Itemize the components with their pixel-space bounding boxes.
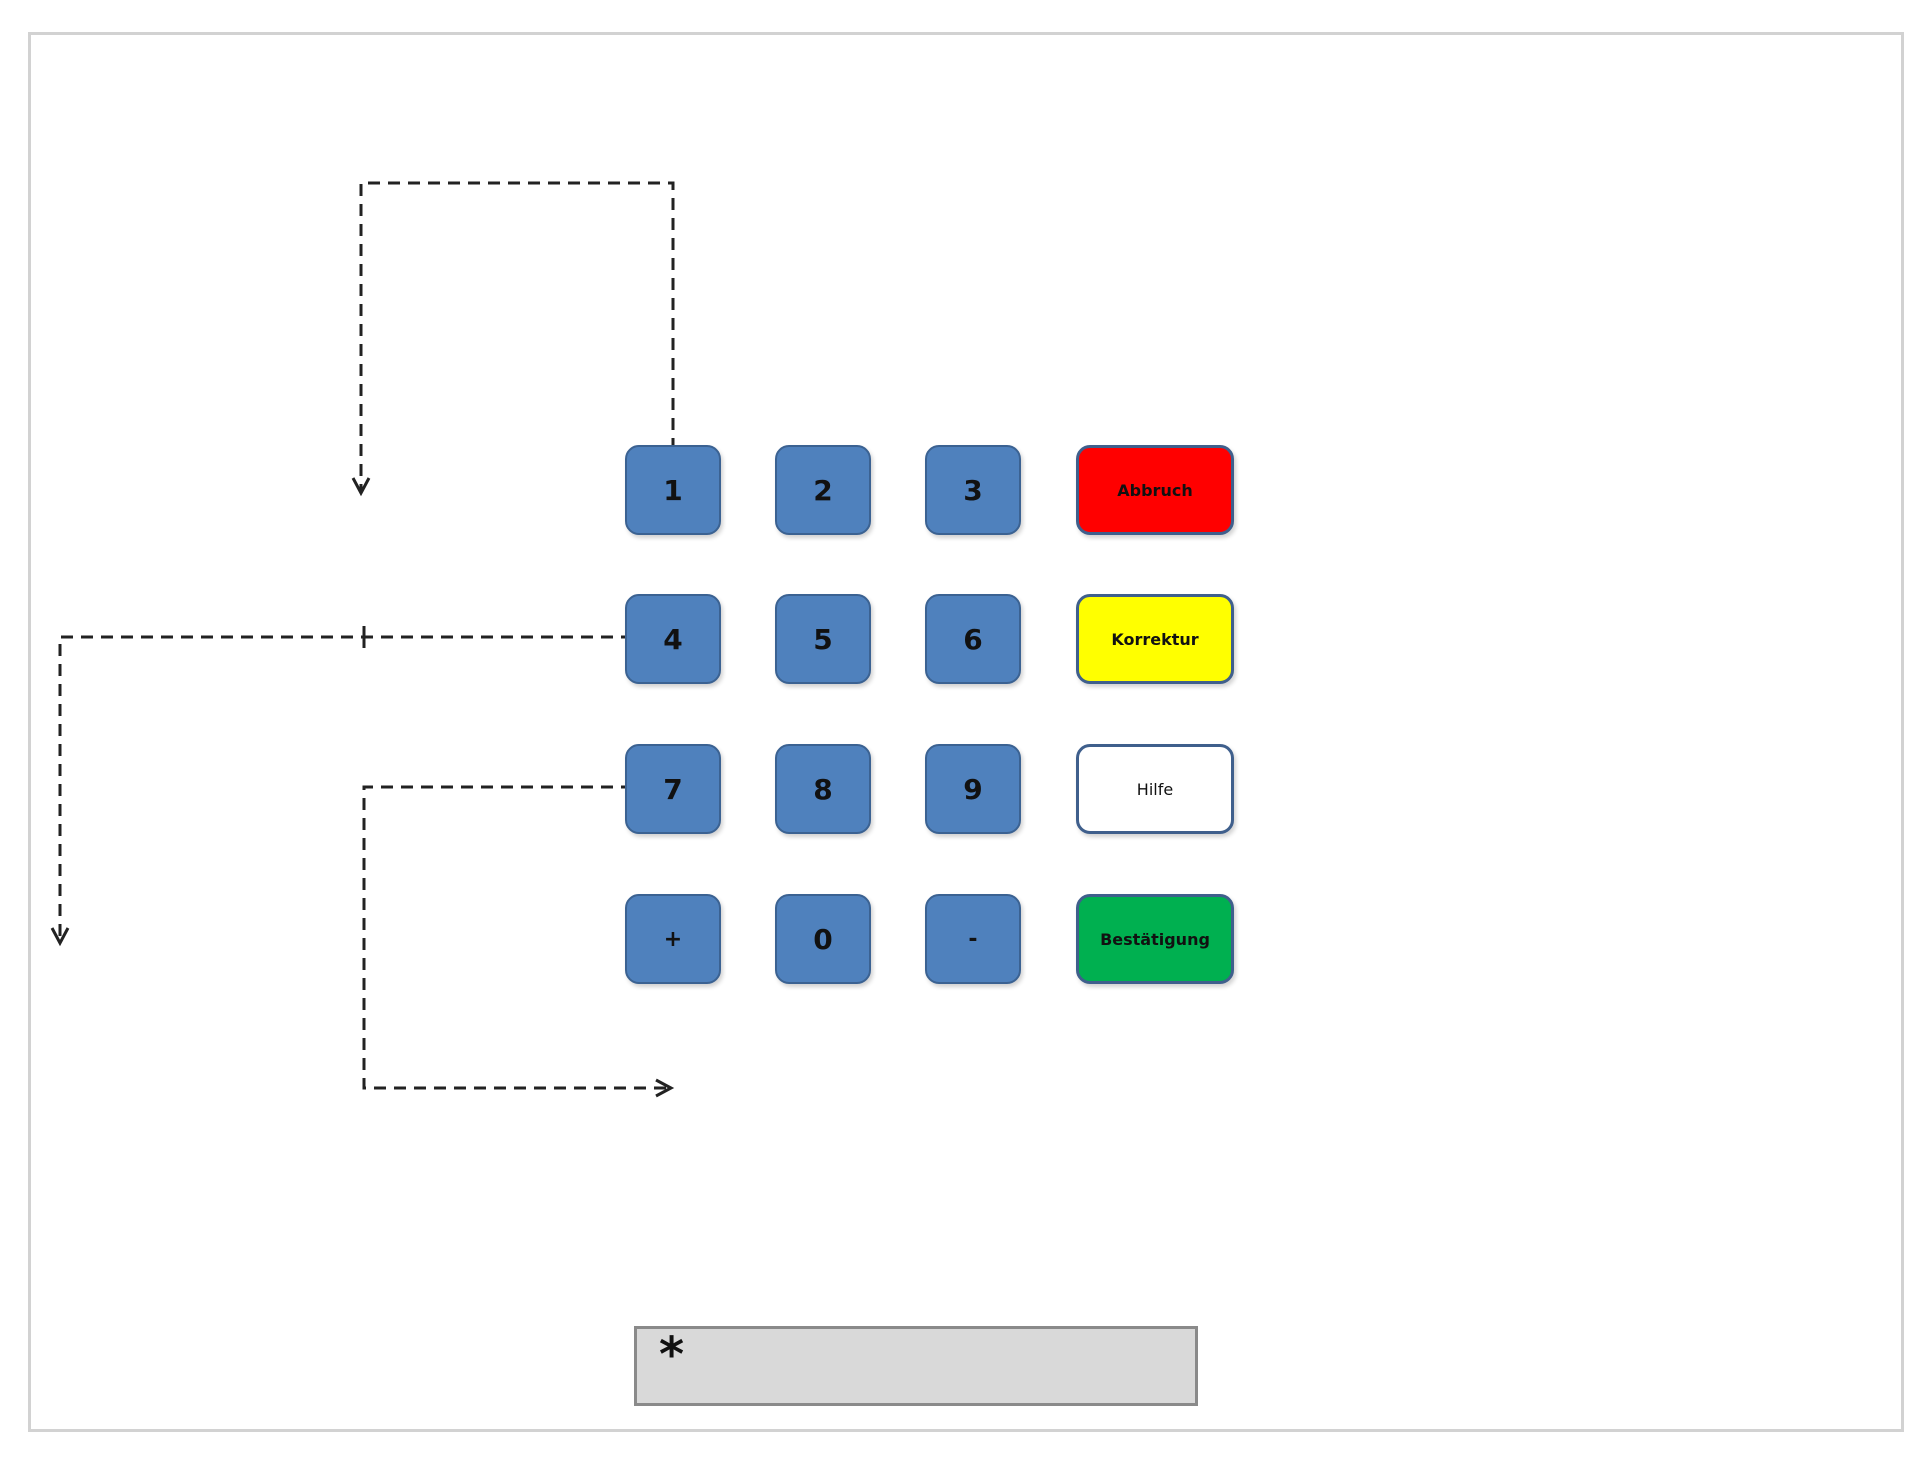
pin-display-value: *: [659, 1327, 685, 1383]
key-6[interactable]: 6: [925, 594, 1021, 684]
key-2[interactable]: 2: [775, 445, 871, 535]
confirm-button[interactable]: Bestätigung: [1076, 894, 1234, 984]
key-5[interactable]: 5: [775, 594, 871, 684]
key-4[interactable]: 4: [625, 594, 721, 684]
correction-button[interactable]: Korrektur: [1076, 594, 1234, 684]
key-plus[interactable]: +: [625, 894, 721, 984]
key-0[interactable]: 0: [775, 894, 871, 984]
key-8[interactable]: 8: [775, 744, 871, 834]
key-1[interactable]: 1: [625, 445, 721, 535]
key-7[interactable]: 7: [625, 744, 721, 834]
help-button[interactable]: Hilfe: [1076, 744, 1234, 834]
key-9[interactable]: 9: [925, 744, 1021, 834]
abort-button[interactable]: Abbruch: [1076, 445, 1234, 535]
slide-frame: [28, 32, 1904, 1432]
key-minus[interactable]: -: [925, 894, 1021, 984]
pin-display: *: [634, 1326, 1198, 1406]
key-3[interactable]: 3: [925, 445, 1021, 535]
